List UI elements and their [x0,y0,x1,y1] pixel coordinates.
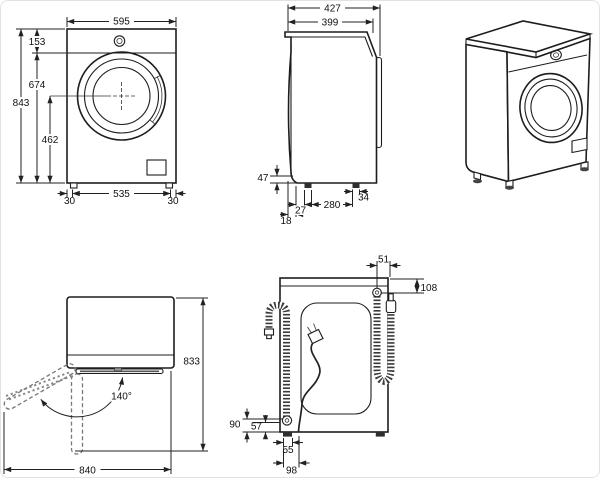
side-foot-front [304,183,312,188]
power-cable [297,323,324,433]
front-knob [113,35,126,47]
dim-rear-foot-width: 55 [282,445,294,456]
front-foot-right [165,182,174,189]
swing-cabinet-top [66,296,175,369]
dim-rear-hose-drop: 108 [421,283,438,294]
power-plug [307,328,324,345]
dim-rear-hose-outlet-height: 90 [229,420,241,431]
dim-front-height: 843 [13,98,30,109]
swing-door-open-90 [70,373,84,455]
dim-side-base-front-height: 47 [257,173,269,184]
drain-hose [263,301,293,426]
dim-door-angle: 140° [111,392,132,403]
rear-foot-right [375,432,385,437]
dim-door-depth-open: 840 [79,466,96,477]
rear-foot-left [283,432,292,437]
dim-front-foot-inset-right: 30 [167,196,179,207]
inlet-hose [372,287,397,385]
swing-door-hinge [114,367,122,372]
dim-side-front-offset: 18 [280,216,292,227]
dim-side-feet-spacing: 280 [324,200,341,211]
inlet-hose-connector [385,299,397,314]
dim-side-depth-body: 399 [322,18,339,29]
dim-rear-cable-offset: 98 [286,466,298,477]
swing-door-open-140 [3,363,76,410]
dim-front-width: 595 [113,17,130,28]
side-view: 427 399 47 34 280 27 18 [257,2,383,227]
dim-side-foot-width: 34 [358,193,370,204]
rear-dimension-lines [242,261,424,468]
dim-rear-hose-offset: 51 [378,255,390,266]
front-foot-left [69,182,78,189]
rear-panel-recess [300,302,372,415]
side-foot-back [352,183,360,188]
perspective-feet [473,161,589,190]
front-drawer [146,159,167,176]
dim-side-depth-total: 427 [324,4,341,15]
front-door [76,51,167,141]
front-view: 595 843 153 674 462 535 30 30 [8,15,186,207]
perspective-drawer [571,137,588,154]
dim-front-door-center: 462 [42,135,59,146]
dim-front-lower-section: 674 [29,80,46,91]
perspective-knob [550,49,562,61]
inlet-hose-outlet [372,287,382,298]
dim-door-height: 833 [183,357,200,368]
dim-front-foot-inset-left: 30 [64,196,76,207]
door-swing-view: 140° 833 840 [3,296,208,477]
drain-hose-end [263,328,275,336]
rear-cabinet [279,277,389,433]
perspective-view [465,20,594,190]
perspective-left-panel [465,43,510,183]
drain-hose-outlet [281,415,293,426]
rear-view: 51 108 90 57 55 98 [229,255,437,477]
dim-front-top-section: 153 [29,37,46,48]
perspective-door [519,72,583,144]
dim-front-feet-span: 535 [113,189,130,200]
side-cabinet [284,31,378,184]
dim-side-foot-offset: 27 [295,206,307,217]
dim-rear-cable-outlet-height: 57 [251,422,263,433]
